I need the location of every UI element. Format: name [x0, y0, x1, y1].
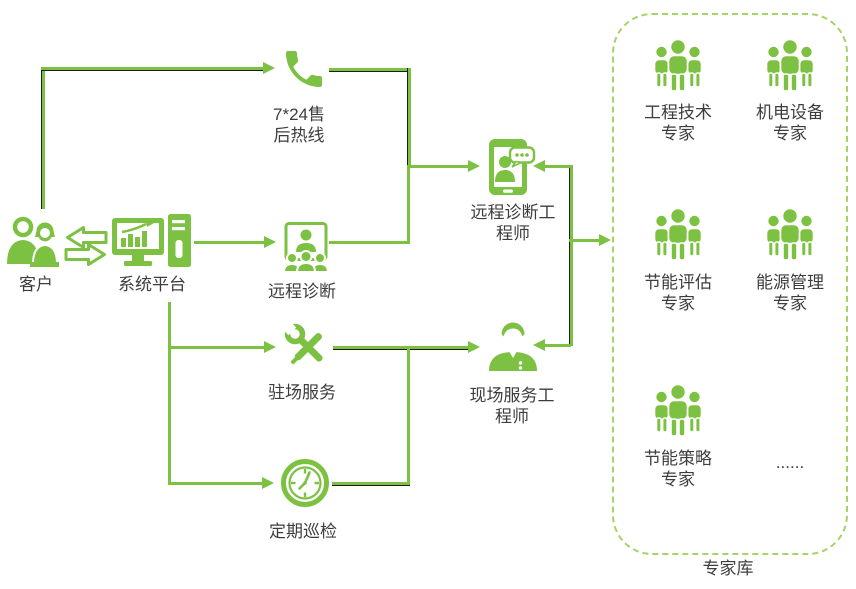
connector-platform-down: [168, 302, 171, 485]
platform-icon: [112, 214, 192, 273]
arrowhead-to-field-engineer-icon: [468, 341, 480, 353]
expert-label-energy-assessment: 节能评估 专家: [644, 273, 712, 313]
experts-group-icon: [762, 207, 818, 270]
experts-group-icon: [650, 38, 706, 101]
connector-platform-to-remote-diagnosis: [194, 241, 266, 244]
phone-icon: [280, 45, 328, 98]
experts-group-icon: [762, 38, 818, 101]
connector-remote-diagnosis-right: [329, 241, 409, 244]
experts-more-ellipsis: ......: [775, 453, 805, 472]
arrowhead-to-hotline-icon: [263, 62, 275, 74]
platform-label: 系统平台: [118, 275, 186, 294]
hotline-label: 7*24售 后热线: [273, 105, 325, 145]
customers-icon: [6, 215, 62, 272]
expert-pool-title: 专家库: [702, 559, 754, 578]
arrowhead-into-expert-box: [599, 234, 611, 246]
expert-label-electromechanical: 机电设备 专家: [756, 103, 824, 143]
connector-hotline-down: [407, 68, 411, 167]
onsite-service-label: 驻场服务: [268, 383, 336, 402]
clock-icon: [280, 458, 330, 513]
remote-engineer-label: 远程诊断工 程师: [470, 203, 556, 243]
connector-hotline-right: [329, 68, 410, 72]
connector-inspection-right: [332, 482, 410, 486]
onsite-tools-icon: [280, 319, 333, 377]
remote-engineer-icon: [486, 138, 538, 201]
expert-pool-box: [612, 13, 848, 555]
arrowhead-to-onsite-service-icon: [264, 341, 276, 353]
customer-label: 客户: [19, 275, 53, 294]
expert-label-energy-management: 能源管理 专家: [756, 273, 824, 313]
arrowhead-to-remote-diagnosis-icon: [264, 236, 276, 248]
connector-customer-up: [41, 67, 45, 209]
connector-to-inspection: [168, 482, 264, 485]
arrowhead-to-inspection-icon: [262, 477, 274, 489]
connector-experts-vertical: [569, 165, 573, 346]
connector-experts-to-field-engineer: [545, 344, 571, 347]
arrowhead-to-remote-engineer-icon: [468, 160, 480, 172]
experts-group-icon: [650, 207, 706, 270]
expert-label-energy-strategy: 节能策略 专家: [644, 449, 712, 489]
connector-remote-diagnosis-up: [407, 167, 410, 244]
connector-experts-to-remote-engineer: [545, 165, 571, 168]
field-engineer-icon: [484, 318, 542, 377]
arrowhead-into-remote-engineer: [533, 160, 545, 172]
connector-to-remote-engineer: [407, 165, 470, 168]
remote-diagnosis-icon: [282, 222, 330, 277]
connector-onsite-to-field-engineer: [333, 346, 470, 350]
connector-to-onsite-service: [168, 346, 266, 349]
experts-group-icon: [650, 383, 706, 446]
field-engineer-label: 现场服务工 程师: [469, 386, 555, 426]
arrowhead-into-field-engineer: [533, 339, 545, 351]
connector-inspection-up: [407, 348, 410, 485]
expert-label-engineering: 工程技术 专家: [644, 103, 712, 143]
remote-diagnosis-label: 远程诊断: [268, 282, 336, 301]
connector-customer-to-hotline: [41, 67, 265, 71]
connector-to-expert-box: [569, 239, 601, 242]
inspection-label: 定期巡检: [269, 522, 337, 541]
exchange-arrows-icon: [64, 226, 108, 271]
